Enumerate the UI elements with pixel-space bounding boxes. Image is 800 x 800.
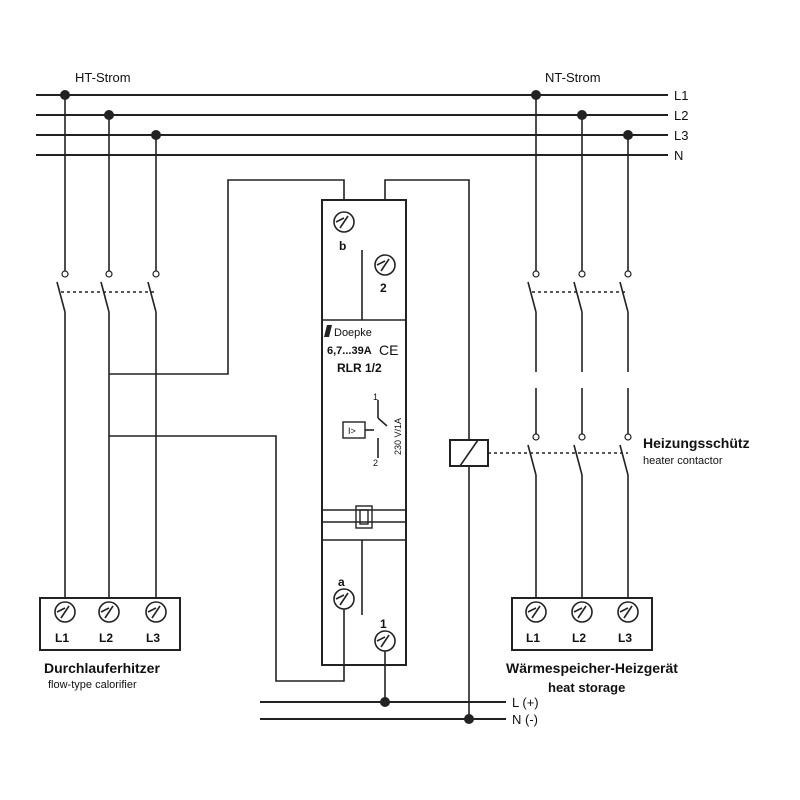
relay-contact-1-label: 1	[373, 392, 378, 402]
control-label-l: L (+)	[512, 695, 539, 710]
relay-terminal-b	[333, 211, 355, 233]
load-right-terminal-l1: L1	[526, 631, 540, 645]
junction-control-l	[380, 697, 390, 707]
doepke-logo-icon	[324, 325, 332, 337]
relay-contact-rating: 230 V/1A	[393, 418, 403, 455]
bus-label-l2: L2	[674, 108, 688, 123]
load-left-title: Durchlauferhitzer	[44, 660, 160, 676]
load-right-terminal-l2: L2	[572, 631, 586, 645]
relay-device	[321, 199, 407, 666]
ht-contacts	[56, 95, 345, 605]
relay-terminal-1-label: 1	[380, 617, 387, 631]
nt-strom-label: NT-Strom	[545, 70, 601, 85]
nt-contacts	[527, 95, 632, 605]
load-left-subtitle: flow-type calorifier	[48, 679, 137, 691]
relay-symbol: I>	[348, 426, 356, 436]
relay-brand: Doepke	[334, 327, 372, 339]
bus-label-l1: L1	[674, 88, 688, 103]
bus-label-n: N	[674, 148, 683, 163]
load-left-block	[39, 597, 181, 651]
relay-model: RLR 1/2	[337, 361, 382, 375]
load-right-block	[511, 597, 653, 651]
junction-control-n	[464, 714, 474, 724]
relay-rating: 6,7...39A	[327, 345, 372, 357]
relay-contact-2-label: 2	[373, 458, 378, 468]
control-label-n: N (-)	[512, 712, 538, 727]
relay-terminal-1	[374, 630, 396, 652]
load-right-title: Wärmespeicher-Heizgerät	[506, 660, 678, 676]
relay-terminal-2	[374, 254, 396, 276]
relay-terminal-a-label: a	[338, 575, 345, 589]
relay-terminal-b-label: b	[339, 239, 346, 253]
relay-terminal-a	[333, 588, 355, 610]
ht-strom-label: HT-Strom	[75, 70, 131, 85]
load-left-terminal-l1: L1	[55, 631, 69, 645]
load-right-subtitle: heat storage	[548, 680, 625, 695]
contactor-coil	[384, 179, 628, 719]
relay-terminal-2-label: 2	[380, 281, 387, 295]
supply-bus	[36, 94, 668, 156]
load-right-terminal-l3: L3	[618, 631, 632, 645]
load-left-terminal-l2: L2	[99, 631, 113, 645]
contactor-subtitle: heater contactor	[643, 455, 723, 467]
wire-terminal-a	[109, 435, 345, 682]
contactor-title: Heizungsschütz	[643, 435, 750, 451]
bus-label-l3: L3	[674, 128, 688, 143]
load-left-terminal-l3: L3	[146, 631, 160, 645]
ce-mark-icon: CE	[379, 342, 398, 358]
